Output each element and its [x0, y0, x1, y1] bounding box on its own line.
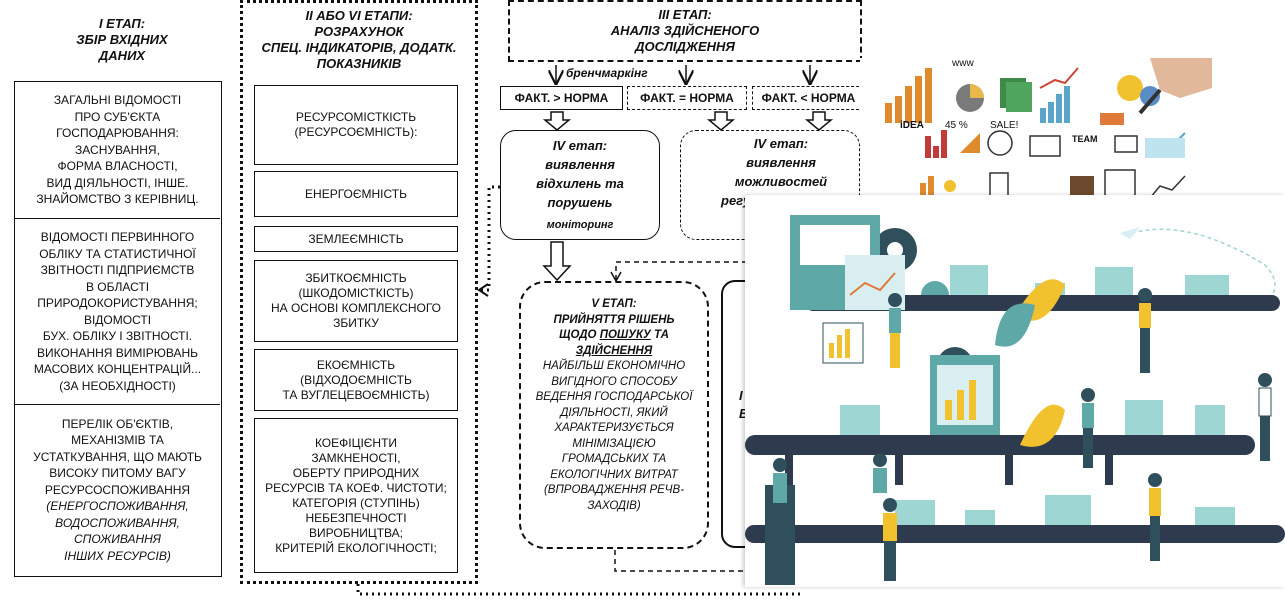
fact-greater-than-norm: ФАКТ. > НОРМА [500, 86, 623, 110]
block-arrow-3 [804, 111, 834, 131]
stage2-container [240, 0, 478, 584]
stage5-bottom-link [614, 550, 752, 572]
stage1-subtitle: ЗБІР ВХІДНИХ ДАНИХ [76, 32, 168, 63]
benchmarking-label: бренчмаркінг [566, 66, 648, 80]
monitoring-label: моніторинг [546, 218, 614, 231]
indicator-damage-intensity: ЗБИТКОЄМНІСТЬ(ШКОДОМІСТКІСТЬ)НА ОСНОВІ К… [254, 260, 458, 342]
sketch-team: TEAM [1072, 134, 1098, 144]
indicator-resource-intensity: РЕСУРСОМІСТКІСТЬ(РЕСУРСОЄМНІСТЬ): [254, 85, 458, 165]
sketch-sale: SALE! [990, 120, 1019, 131]
business-sketch-image: iDEA 45 % SALE! TEAM www [860, 58, 1212, 206]
sketch-percent: 45 % [945, 120, 968, 131]
stage1-title: I ЕТАП: [98, 16, 146, 31]
stage1-header: I ЕТАП: ЗБІР ВХІДНИХ ДАНИХ [52, 16, 192, 64]
block-arrow-4 [542, 241, 572, 282]
block-arrow-2 [706, 111, 736, 131]
stage5-top-link [615, 261, 760, 280]
sketch-idea: iDEA [900, 120, 924, 131]
stage4-deviations-box: IV етап: виявлення відхилень та порушень… [500, 130, 660, 240]
sketch-www: www [952, 58, 974, 69]
sketch-doodles [885, 58, 1212, 199]
indicator-energy-intensity: ЕНЕРГОЄМНІСТЬ [254, 171, 458, 217]
factory-illustration [745, 195, 1285, 587]
block-arrow-1 [542, 111, 572, 131]
worker-figures [773, 288, 1272, 581]
bottom-dotted-line [356, 584, 800, 596]
indicator-land-intensity: ЗЕМЛЕЄМНІСТЬ [254, 226, 458, 252]
fact-equal-norm: ФАКТ. = НОРМА [627, 86, 747, 110]
factory-scene [745, 215, 1285, 585]
block-arrows [542, 111, 834, 282]
feedback-line [480, 185, 500, 292]
stage5-box: V ЕТАП: ПРИЙНЯТТЯ РІШЕНЬ ЩОДО ПОШУКУ ТА … [519, 281, 709, 549]
fact-less-than-norm: ФАКТ. < НОРМА [752, 86, 864, 110]
stage3-down-arrows [556, 65, 810, 82]
